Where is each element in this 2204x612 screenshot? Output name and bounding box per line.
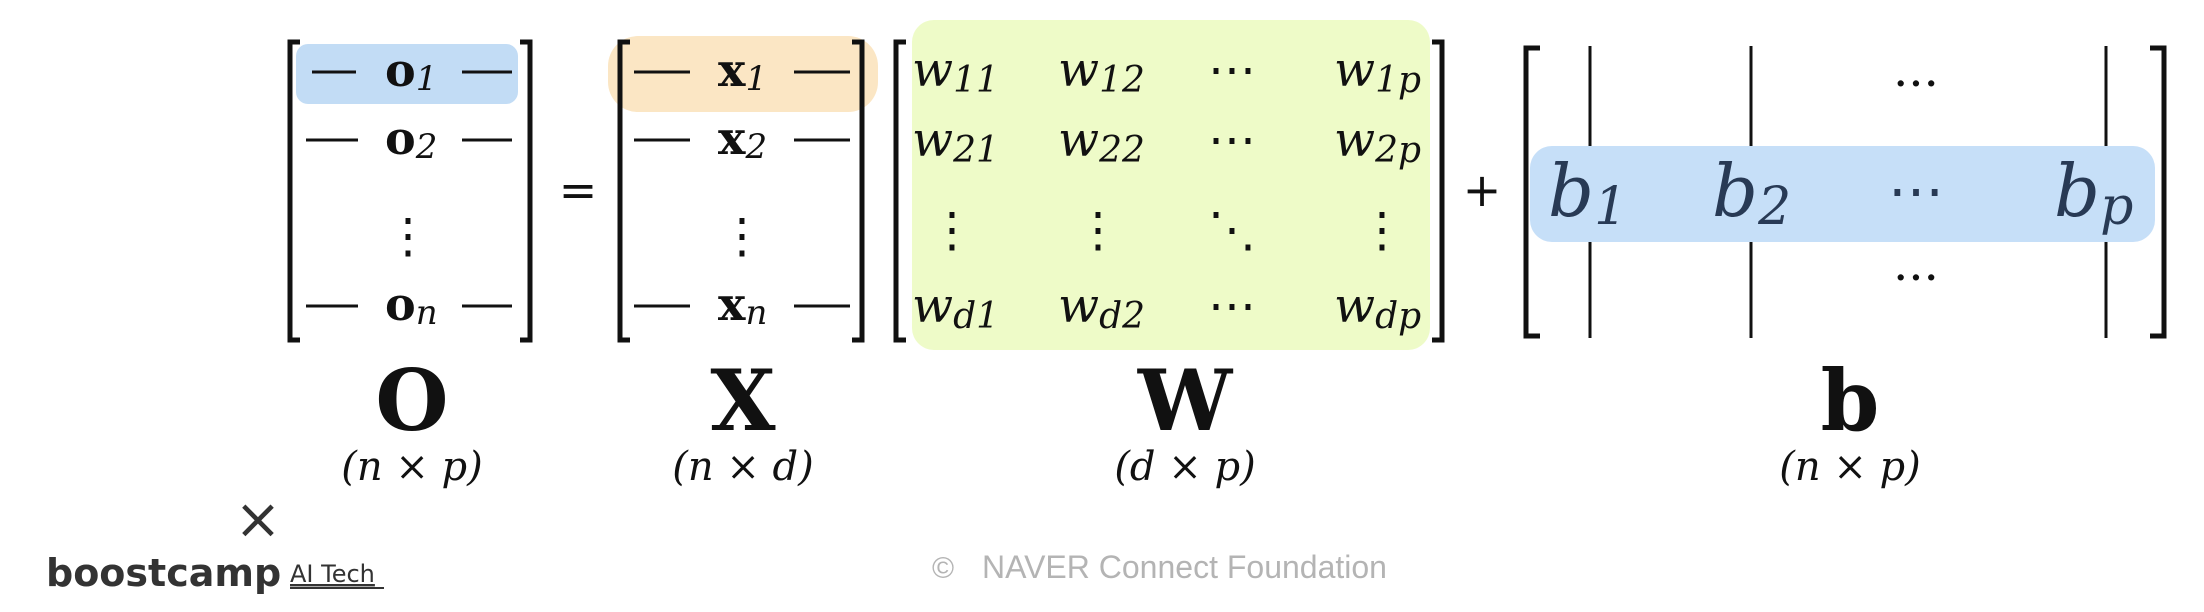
w-cell-r3-c3: ⋱ [1208,202,1256,258]
logo-x-mark: × [235,487,282,552]
w-cell-r3-c1: ⋮ [928,202,976,258]
on-label: on [385,277,438,333]
w-dimensions: (d × p) [1114,444,1255,490]
w-matrix-name: W [1137,351,1234,450]
x2-label: x2 [718,111,767,167]
x-right-bracket [852,39,865,343]
b-cell-3: ⋯ [1888,159,1944,224]
b-top-dots: ··· [1893,56,1939,112]
matrix-w: w11 w12 ⋯ w1p w21 w22 ⋯ w2p ⋮ ⋮ ⋱ ⋮ wd1 wd2 ⋯ wdp W (d … [893,39,1445,490]
equals-sign: = [559,163,598,217]
b-cell-4: bp [2054,149,2133,237]
w-cell-r2-c1: w21 [912,112,999,171]
w-cell-r1-c1: w11 [912,42,999,101]
b-left-bracket [1523,45,1540,339]
o-left-bracket [287,39,300,343]
b-bottom-dots: ··· [1893,250,1939,306]
b-cell-2: b2 [1712,149,1791,237]
b-right-bracket [2150,45,2167,339]
logo-suffix: AI Tech [290,560,375,588]
b-cell-1: b1 [1548,149,1627,237]
w-cell-r2-c3: ⋯ [1208,112,1256,168]
x-left-bracket [617,39,630,343]
w-cell-r4-c4: wdp [1334,278,1421,337]
copyright-text: NAVER Connect Foundation [982,549,1387,585]
x-matrix-name: X [710,351,776,450]
b-dimensions: (n × p) [1779,444,1921,490]
o-matrix-name: O [375,351,448,450]
w-cell-r3-c2: ⋮ [1074,202,1122,258]
w-cell-r2-c4: w2p [1334,112,1421,171]
b-row-cells: b1 b2 ⋯ bp [1548,149,2133,237]
boostcamp-logo: × boostcamp AI Tech [46,487,384,595]
w-left-bracket [893,39,906,343]
o1-row-highlight [296,44,518,104]
w-right-bracket [1432,39,1445,343]
copyright-symbol: © [932,552,954,585]
copyright-notice: © NAVER Connect Foundation [932,549,1387,585]
w-cell-r1-c4: w1p [1334,42,1421,101]
x-vertical-dots: ⋮ [718,208,766,264]
plus-sign: + [1463,163,1502,217]
o-right-bracket [520,39,533,343]
logo-wordmark: boostcamp [46,551,281,595]
w-cell-r2-c2: w22 [1058,112,1145,171]
w-cell-r3-c4: ⋮ [1358,202,1406,258]
x-dimensions: (n × d) [672,444,814,490]
matrix-o: o1 o2 ⋮ on O (n × p) [287,39,533,490]
o1-label: o1 [385,43,437,99]
w-cell-r1-c3: ⋯ [1208,42,1256,98]
w-matrix-cells: w11 w12 ⋯ w1p w21 w22 ⋯ w2p ⋮ ⋮ ⋱ ⋮ wd1 wd2 ⋯ wdp [912,42,1421,337]
xn-label: xn [718,277,767,333]
w-cell-r4-c2: wd2 [1058,278,1145,337]
matrix-b: ··· ··· b1 b2 ⋯ bp b (n × p) [1523,45,2167,490]
x1-row-highlight [608,36,878,112]
w-cell-r4-c3: ⋯ [1208,278,1256,334]
w-matrix-highlight [912,20,1430,350]
o-dimensions: (n × p) [341,444,483,490]
o-vertical-dots: ⋮ [384,208,432,264]
w-cell-r1-c2: w12 [1058,42,1145,101]
x1-label: x1 [718,43,767,99]
b-row-highlight [1530,146,2155,242]
b-vector-name: b [1821,351,1880,450]
matrix-x: x1 x2 ⋮ xn X (n × d) [617,39,865,490]
o2-label: o2 [385,111,437,167]
w-cell-r4-c1: wd1 [912,278,999,337]
